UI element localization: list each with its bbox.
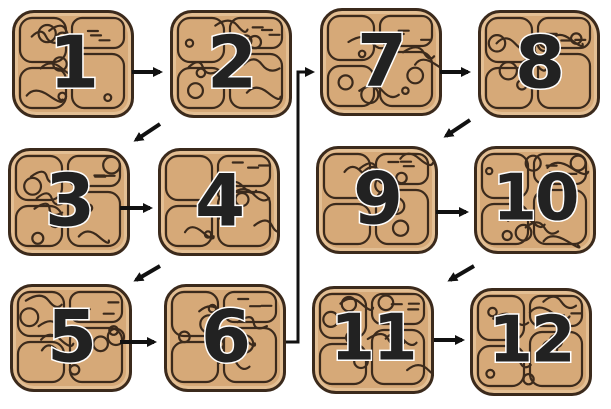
arrow-4-to-5 — [136, 266, 160, 280]
arrow-2-to-3 — [136, 124, 160, 140]
arrow-8-to-9 — [446, 120, 470, 136]
arrow-6-to-7 — [286, 72, 312, 342]
arrow-10-to-11 — [450, 266, 474, 280]
